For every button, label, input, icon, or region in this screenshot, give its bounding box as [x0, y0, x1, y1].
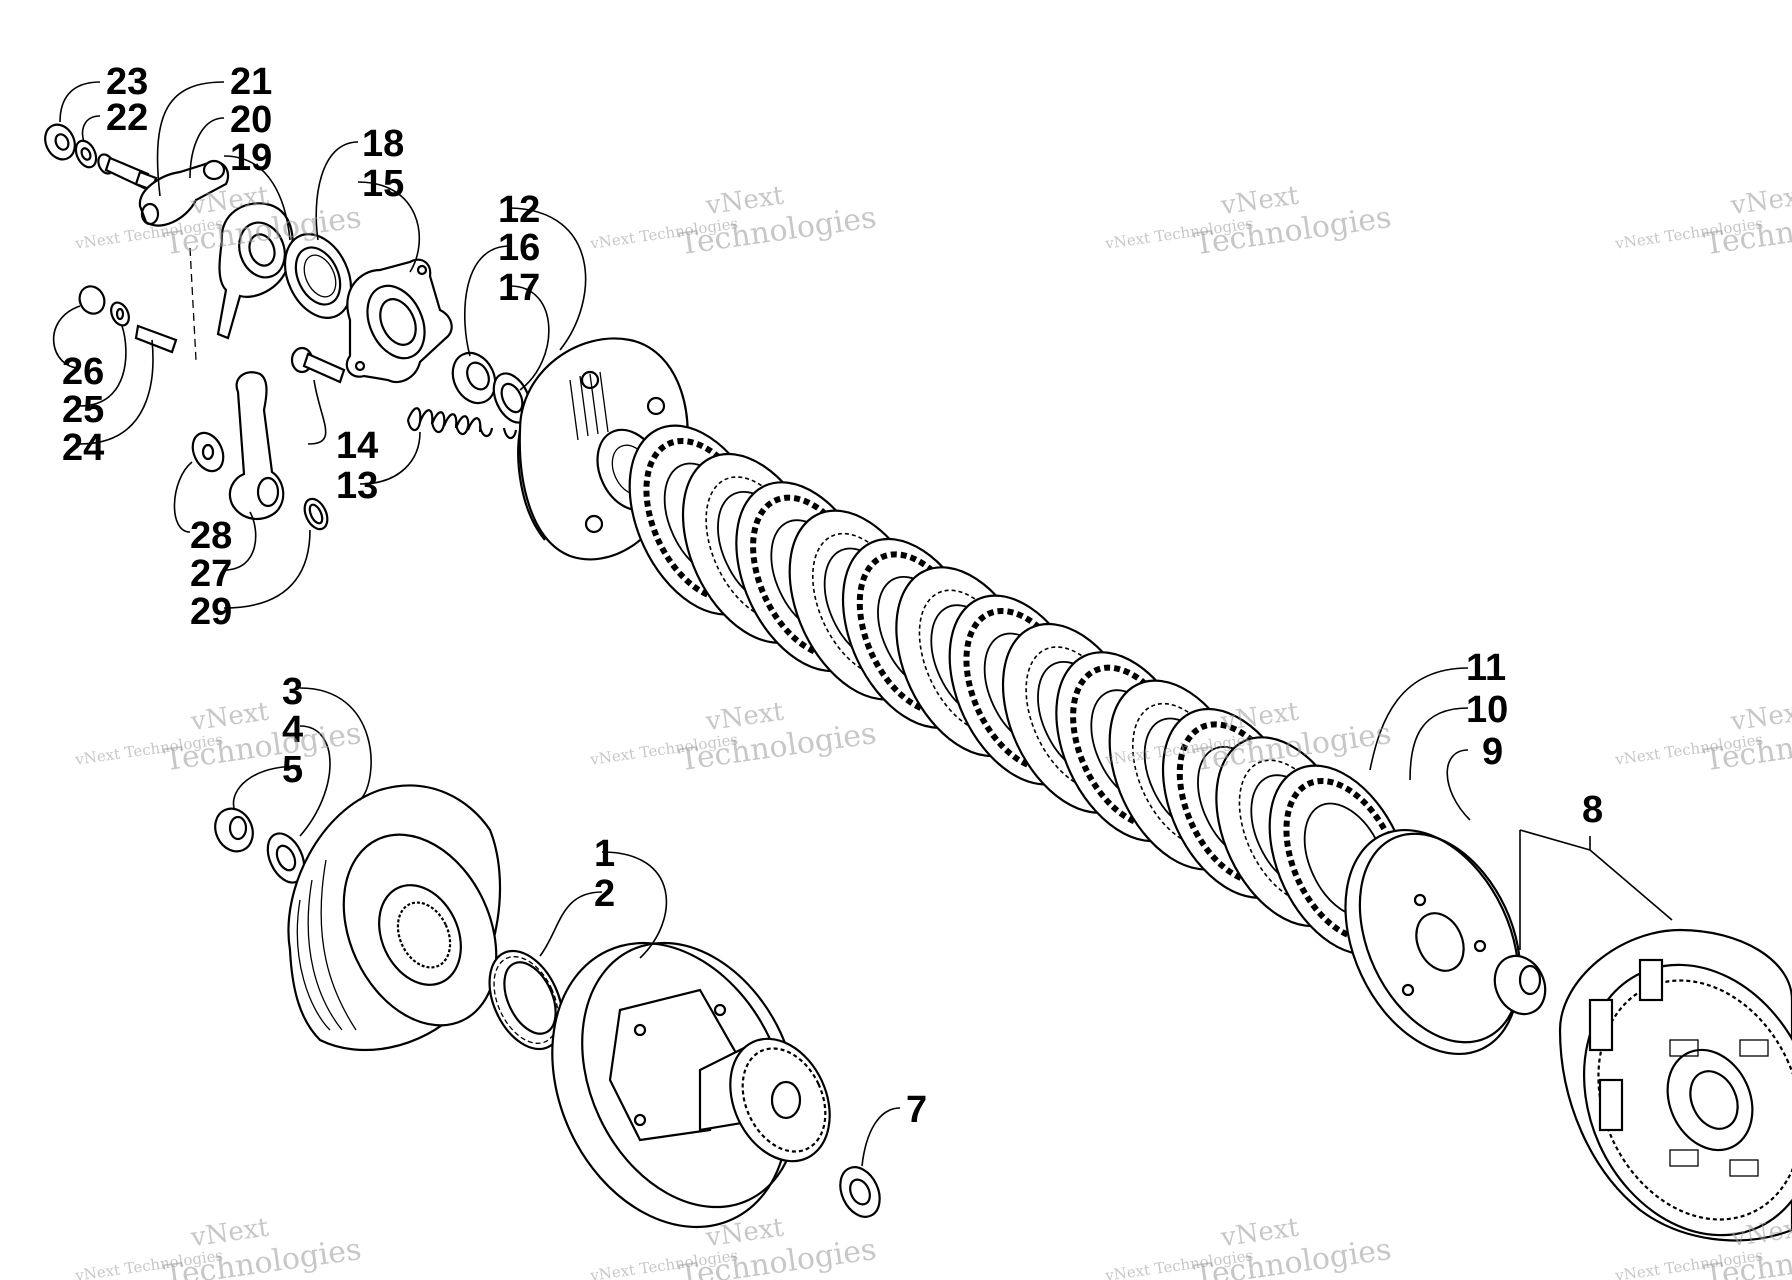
- callout-18: 18: [362, 123, 404, 165]
- part-24-bolt: [134, 247, 197, 361]
- part-1-primary-gear: [551, 941, 831, 1229]
- part-16-collar: [451, 351, 497, 405]
- callout-15: 15: [362, 163, 404, 205]
- callout-20: 20: [230, 99, 272, 141]
- callout-12: 12: [498, 189, 540, 231]
- callout-9: 9: [1482, 731, 1503, 773]
- part-26-nut: [78, 285, 106, 315]
- callout-24: 24: [62, 427, 104, 469]
- callout-10: 10: [1466, 689, 1508, 731]
- callout-25: 25: [62, 389, 104, 431]
- callout-8: 8: [1582, 789, 1603, 831]
- part-14-bolt: [290, 346, 346, 384]
- callout-28: 28: [190, 515, 232, 557]
- callout-4: 4: [282, 709, 303, 751]
- callout-22: 22: [106, 97, 148, 139]
- callout-29: 29: [190, 591, 232, 633]
- callout-1: 1: [594, 833, 615, 875]
- callout-17: 17: [498, 267, 540, 309]
- callout-13: 13: [336, 465, 378, 507]
- part-19-lever: [216, 202, 294, 340]
- callout-2: 2: [594, 873, 615, 915]
- part-18-bearing: [283, 233, 353, 319]
- callout-11: 11: [1466, 647, 1506, 689]
- part-13-spring: [406, 407, 518, 440]
- callout-27: 27: [190, 553, 232, 595]
- callout-3: 3: [282, 671, 303, 713]
- callout-labels: 23 22 21 20 19 18 15 12 16 17 26 25 24 1…: [62, 61, 1603, 1131]
- part-28-washer: [191, 431, 225, 473]
- leader-lines: [52, 81, 1673, 1167]
- callout-21: 21: [230, 61, 272, 103]
- part-3-drive-hub: [287, 784, 502, 1052]
- part-7-washer: [839, 1166, 881, 1218]
- part-20-rod-end: [138, 159, 230, 227]
- callout-16: 16: [498, 227, 540, 269]
- callout-14: 14: [336, 425, 378, 467]
- callout-7: 7: [906, 1089, 927, 1131]
- part-8-clutch-basket: [1493, 928, 1792, 1242]
- callout-23: 23: [106, 61, 148, 103]
- clutch-disc-stack: [628, 424, 1412, 956]
- part-15-lifter-plate: [345, 258, 453, 384]
- part-25-washer: [110, 301, 130, 327]
- part-9-clutch-plate: [1344, 828, 1522, 1056]
- part-2-one-way-clutch: [488, 949, 564, 1051]
- callout-5: 5: [282, 749, 303, 791]
- part-5-nut: [214, 807, 254, 853]
- part-29-circlip: [303, 497, 329, 531]
- callout-19: 19: [230, 137, 272, 179]
- part-23-nut: [44, 123, 76, 161]
- part-27-release-arm: [228, 371, 285, 521]
- callout-26: 26: [62, 351, 104, 393]
- part-22-washer: [74, 139, 98, 169]
